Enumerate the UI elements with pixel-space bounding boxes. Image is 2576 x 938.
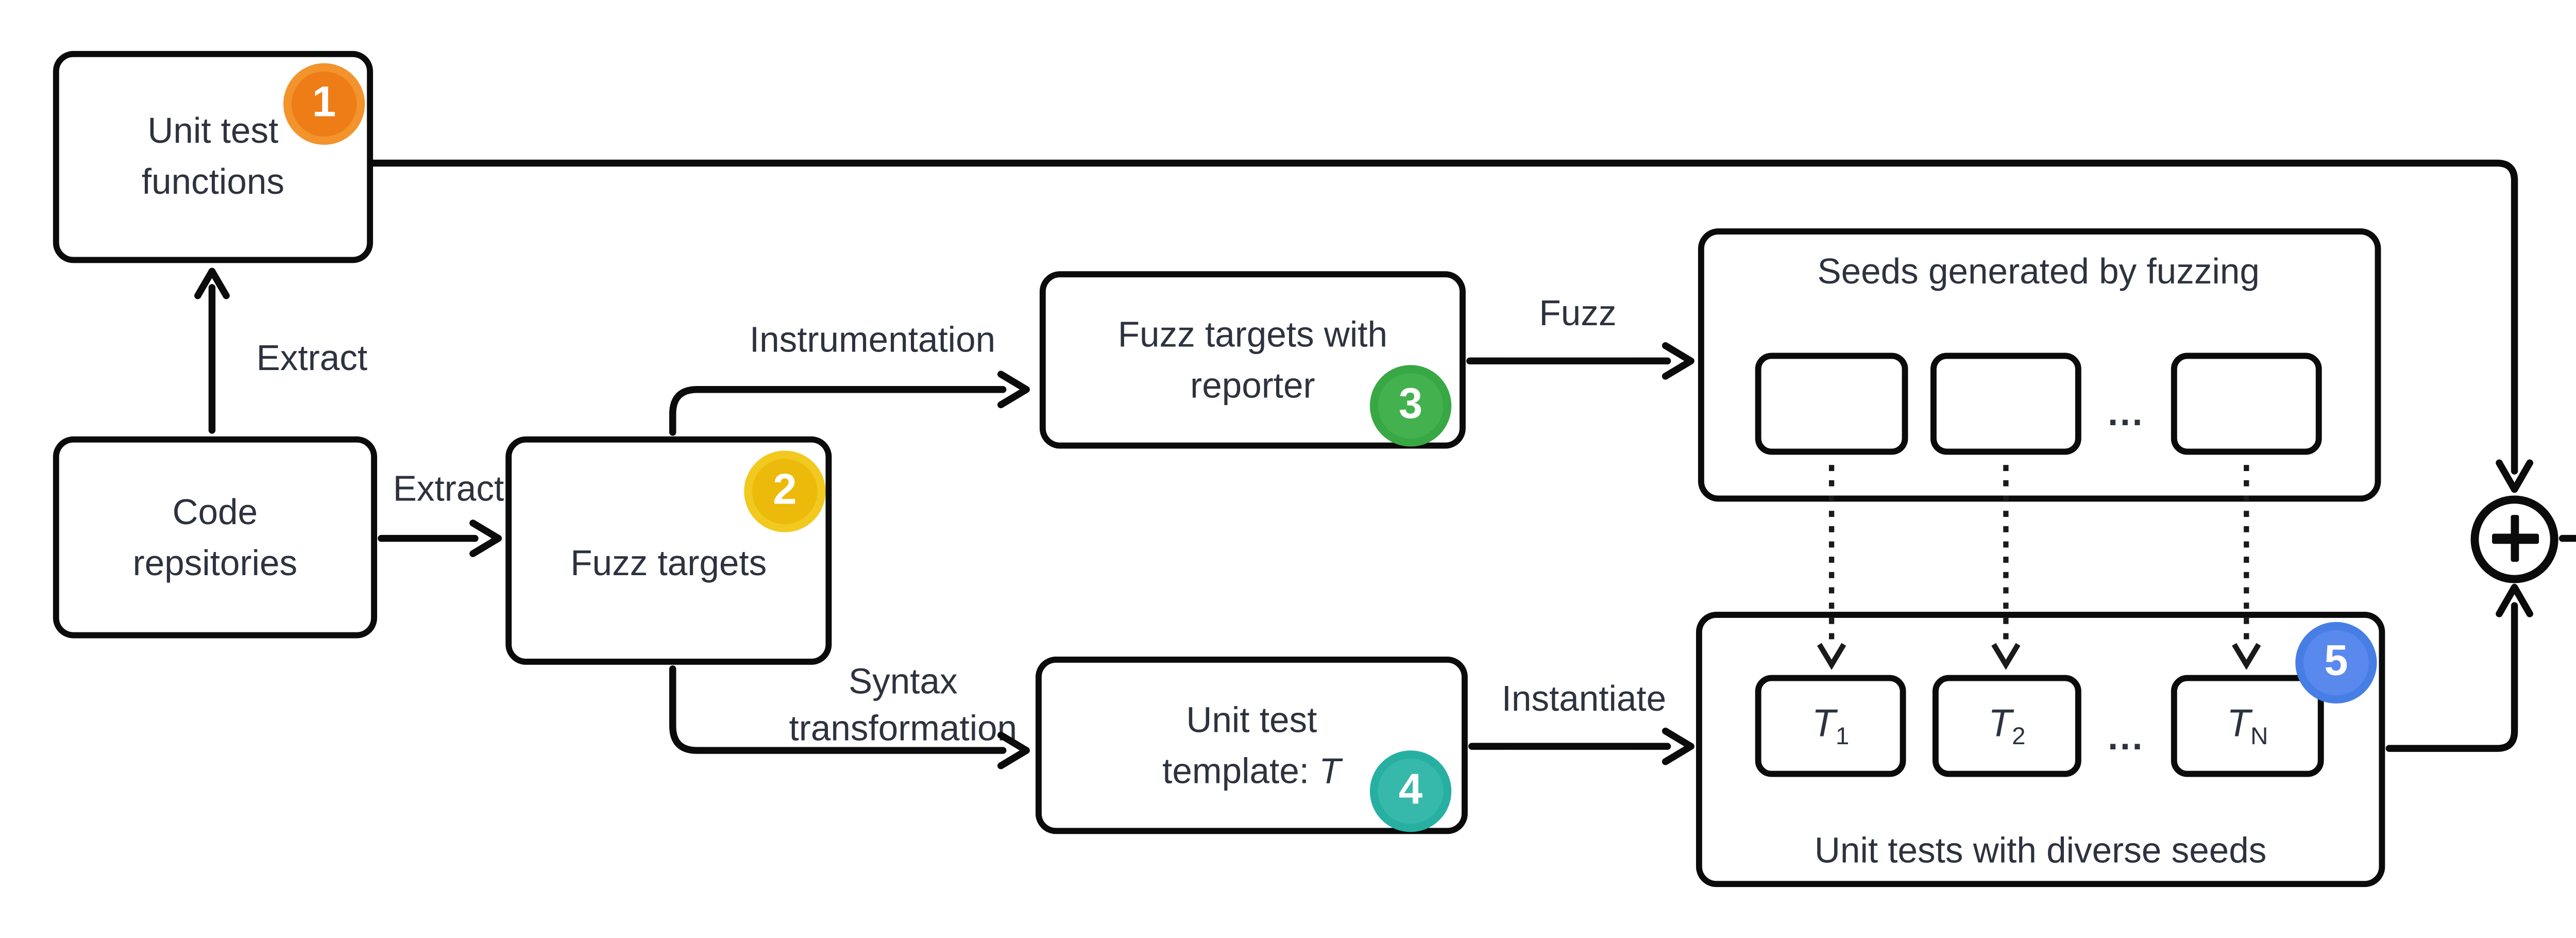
unit-tests-ellipsis: ... <box>2108 716 2145 758</box>
test-box-t2: T2 <box>1932 675 2081 777</box>
test-box-t2-label: T2 <box>1988 702 2026 750</box>
test-box-tn: TN <box>2171 675 2324 777</box>
merge-plus-node <box>2470 494 2558 582</box>
node-fuzz-targets-with-reporter-label: Fuzz targets with reporter <box>1117 313 1388 405</box>
step-badge-1: 1 <box>283 63 365 145</box>
node-fuzz-targets-label: Fuzz targets <box>570 541 767 582</box>
arrowhead-right-extract <box>469 520 502 557</box>
test-box-t1: T1 <box>1755 675 1906 777</box>
plus-icon <box>2510 515 2519 562</box>
node-unit-test-template: Unit test template: T <box>1036 657 1468 834</box>
edge-instrumentation <box>669 386 1007 436</box>
arrowhead-right-instantiate <box>1662 727 1694 765</box>
seeds-ellipsis: ... <box>2108 392 2145 433</box>
arrowhead-right-instrumentation <box>997 371 1030 409</box>
edge-label-extract-up: Extract <box>256 337 368 378</box>
edge-label-extract-right: Extract <box>393 468 504 509</box>
edge-label-instrumentation: Instrumentation <box>749 319 996 360</box>
node-unit-test-functions-label: Unit test functions <box>141 110 285 202</box>
node-code-repositories: Code repsitories <box>53 436 377 639</box>
arrowhead-right-fuzz <box>1662 342 1694 380</box>
container-unit-tests-title: Unit tests with diverse seeds <box>1814 830 2267 871</box>
node-unit-test-template-label: Unit test template: T <box>1162 698 1341 791</box>
seed-box-1 <box>1755 353 1908 455</box>
step-badge-3: 3 <box>1369 365 1452 447</box>
seed-box-3 <box>2171 353 2322 455</box>
arrowhead-up-merge-bottom <box>2496 583 2533 617</box>
edge-unit-tests-to-merge <box>2385 602 2518 752</box>
step-badge-5: 5 <box>2295 622 2377 704</box>
test-box-tn-label: TN <box>2227 702 2268 750</box>
test-box-t1-label: T1 <box>1811 702 1850 750</box>
seed-box-2 <box>1930 353 2081 455</box>
edge-label-fuzz: Fuzz <box>1539 292 1617 333</box>
container-seeds-title: Seeds generated by fuzzing <box>1817 250 2260 292</box>
arrowhead-down-merge-top <box>2496 459 2533 493</box>
node-code-repositories-label: Code repsitories <box>132 490 298 582</box>
edge-label-syntax-transformation: Syntax transformation <box>789 660 1018 749</box>
step-badge-4: 4 <box>1369 750 1452 832</box>
arrowhead-up-extract <box>194 267 230 299</box>
step-badge-2: 2 <box>744 450 826 532</box>
edge-label-instantiate: Instantiate <box>1501 678 1667 719</box>
